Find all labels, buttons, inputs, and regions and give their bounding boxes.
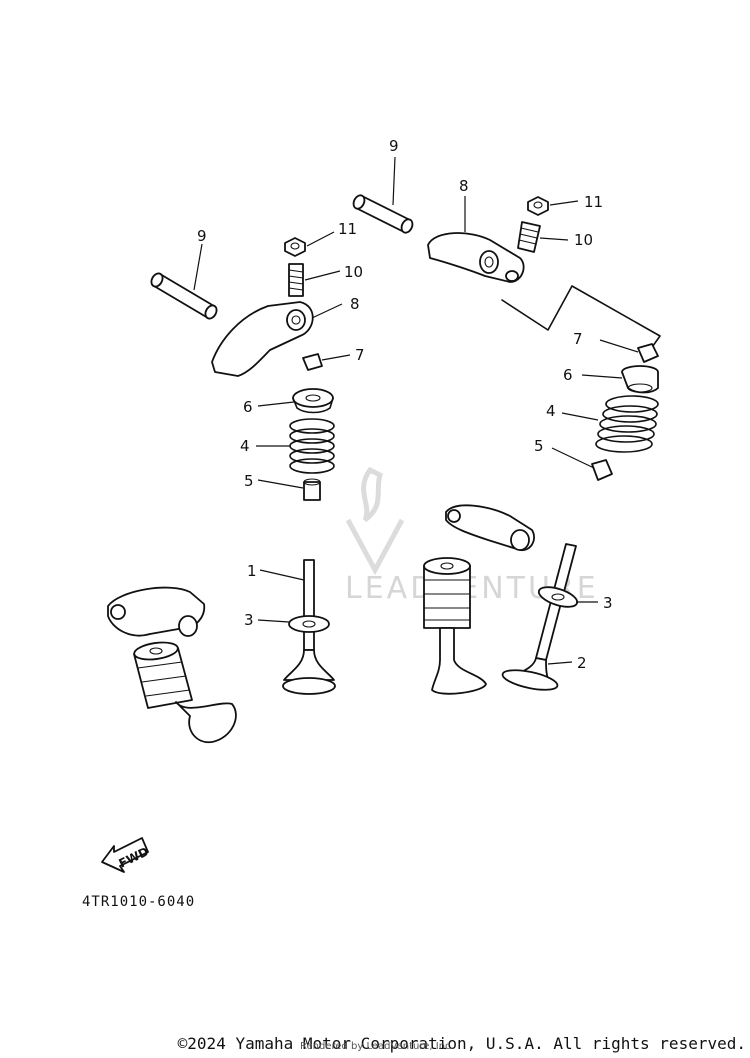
assembled-view-left [107,586,237,743]
rocker-arm-left [211,301,343,377]
callout-8-left: 8 [350,295,360,313]
callout-10-right: 10 [574,231,593,249]
rendered-by-credit: Rendered by LeadVenture, Inc. [300,1041,454,1052]
callout-6-right: 6 [563,366,573,384]
valve-spring-right [561,395,659,453]
callout-4-left: 4 [240,437,250,455]
callout-4-right: 4 [546,402,556,420]
valve-spring-left [256,418,335,474]
stem-seal-left [257,478,321,501]
exhaust-valve [501,543,577,691]
callout-7-left: 7 [355,346,365,364]
valve-cotter-right [599,339,659,363]
callout-8-right: 8 [459,177,469,195]
callout-9-right: 9 [389,137,399,155]
valve-seat-washer-right [537,586,598,608]
callout-9-left: 9 [197,227,207,245]
detail-bracket [501,285,661,351]
callout-10-left: 10 [344,263,363,281]
adjuster-screw-left [288,263,341,297]
copyright-notice: ©2024 Yamaha Motor Corporation, U.S.A. A… [177,1034,746,1053]
assembled-view-right [423,504,535,695]
callout-3-right: 3 [603,594,613,612]
adjuster-screw-right [517,221,569,253]
callout-2: 2 [577,654,587,672]
adjuster-nut-right [527,196,579,216]
valve-seat-washer-left [257,615,330,633]
callout-11-right: 11 [584,193,603,211]
callout-6-left: 6 [243,398,253,416]
rocker-arm-right [427,196,525,283]
callout-3-left: 3 [244,611,254,629]
callout-5-right: 5 [534,437,544,455]
diagram-code: 4TR1010-6040 [82,894,195,910]
stem-seal-right [551,447,613,481]
callout-1: 1 [247,562,257,580]
intake-valve [259,559,336,695]
valve-cotter-left [302,353,351,371]
callout-7-right: 7 [573,330,583,348]
callout-11-left: 11 [338,220,357,238]
adjuster-nut-left [284,231,335,257]
callout-5-left: 5 [244,472,254,490]
rocker-shaft-left [150,243,218,320]
fwd-arrow: FWD [101,837,151,873]
spring-retainer-left [257,388,334,414]
spring-retainer-right [581,365,659,394]
rocker-shaft-right [352,156,414,234]
